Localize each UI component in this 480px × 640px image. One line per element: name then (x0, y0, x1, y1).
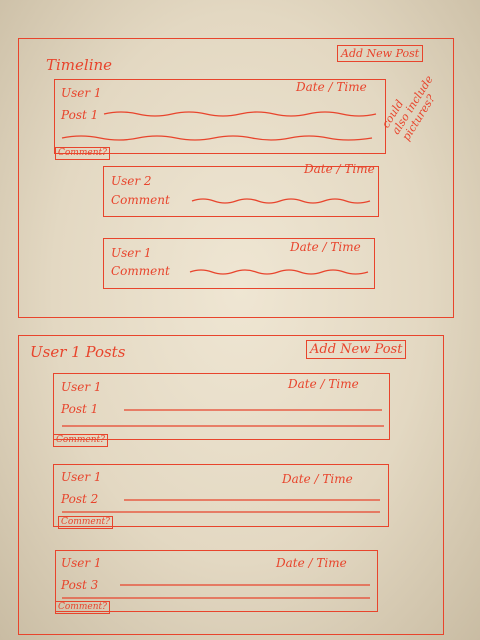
comment-datetime: Date / Time (304, 162, 375, 176)
post-text: Post 1 (61, 402, 99, 416)
timeline-post-card (54, 79, 386, 154)
post-body-placeholder-line (124, 409, 382, 411)
post-body-placeholder-line (62, 597, 370, 599)
post-body-placeholder-line (120, 584, 370, 586)
post-user: User 1 (61, 380, 102, 394)
post-user: User 1 (61, 470, 102, 484)
timeline-title: Timeline (46, 56, 113, 74)
post-body-placeholder-line (124, 499, 380, 501)
post-body-placeholder-line (62, 511, 380, 513)
comment-text: Comment (111, 193, 170, 207)
user-post-card (55, 550, 378, 612)
comment-body-placeholder-line (189, 269, 369, 275)
post-body-placeholder-line (103, 111, 377, 117)
comment-body-placeholder-line (191, 198, 371, 204)
user-posts-panel (18, 335, 444, 635)
user-post-card (53, 373, 390, 440)
comment-text: Comment (111, 264, 170, 278)
post-user: User 1 (61, 556, 102, 570)
post-body-placeholder-line (62, 425, 384, 427)
comment-button[interactable]: Comment? (53, 434, 108, 447)
user-post-card (53, 464, 389, 527)
post-user: User 1 (61, 86, 102, 100)
user-posts-title: User 1 Posts (30, 343, 126, 361)
user-posts-add-new-post-button[interactable]: Add New Post (306, 340, 407, 359)
comment-button[interactable]: Comment? (55, 147, 110, 160)
timeline-comment-card (103, 166, 379, 217)
comment-datetime: Date / Time (290, 240, 361, 254)
post-body-placeholder-line (61, 135, 373, 141)
post-datetime: Date / Time (282, 472, 353, 486)
timeline-comment-card (103, 238, 375, 289)
post-text: Post 3 (61, 578, 99, 592)
post-datetime: Date / Time (276, 556, 347, 570)
post-datetime: Date / Time (296, 80, 367, 94)
post-text: Post 2 (61, 492, 99, 506)
comment-button[interactable]: Comment? (58, 516, 113, 529)
comment-user: User 1 (111, 246, 152, 260)
post-text: Post 1 (61, 108, 99, 122)
comment-button[interactable]: Comment? (55, 601, 110, 614)
timeline-panel (18, 38, 454, 318)
post-datetime: Date / Time (288, 377, 359, 391)
timeline-add-new-post-button[interactable]: Add New Post (337, 45, 424, 62)
comment-user: User 2 (111, 174, 152, 188)
